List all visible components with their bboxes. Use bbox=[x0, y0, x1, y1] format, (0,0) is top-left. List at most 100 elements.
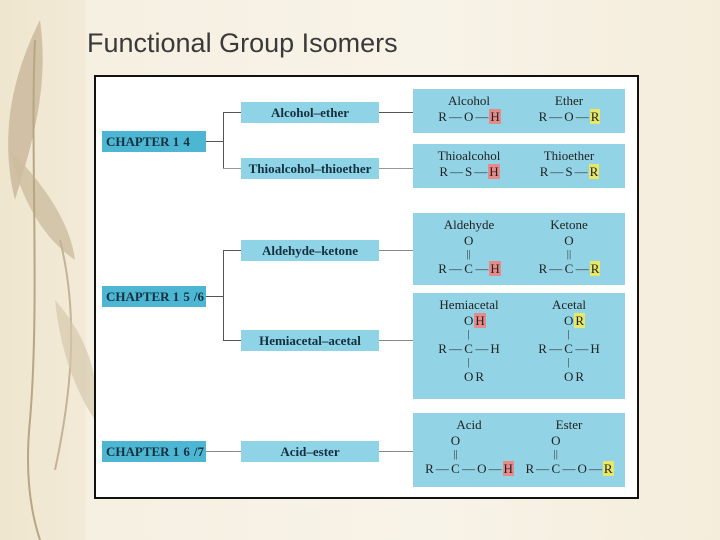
compound-name: Acetal bbox=[552, 297, 586, 312]
bond: — bbox=[475, 261, 489, 276]
compound-name: Ketone bbox=[550, 217, 588, 232]
connector bbox=[223, 340, 241, 341]
bond-vertical: | bbox=[567, 328, 570, 340]
bond: — bbox=[448, 261, 462, 276]
highlighted-atom: H bbox=[488, 164, 500, 179]
structural-formula: O||R—C—R bbox=[538, 233, 601, 276]
highlighted-atom: R bbox=[589, 109, 601, 124]
atom: R bbox=[539, 164, 549, 179]
bond: — bbox=[549, 109, 563, 124]
structural-formula: O||R—C—O—H bbox=[424, 433, 514, 476]
compound-name: Aldehyde bbox=[443, 217, 495, 232]
atom: O bbox=[564, 109, 574, 124]
connector bbox=[206, 141, 223, 142]
bond: — bbox=[549, 261, 563, 276]
highlighted-atom: R bbox=[602, 461, 614, 476]
bond: — bbox=[575, 109, 589, 124]
formula-group: —R bbox=[575, 261, 601, 276]
pair-hemiacetal-acetal: Hemiacetal–acetal bbox=[241, 330, 379, 351]
atom: C bbox=[564, 261, 574, 276]
pair-aldehyde-ketone: Aldehyde–ketone bbox=[241, 240, 379, 261]
atom: R bbox=[575, 369, 584, 384]
bond: — bbox=[450, 164, 464, 179]
highlighted-atom: H bbox=[489, 261, 501, 276]
atom: C bbox=[551, 461, 561, 476]
connector bbox=[223, 112, 241, 113]
compound-name: Hemiacetal bbox=[439, 297, 499, 312]
connector bbox=[379, 340, 413, 341]
atom: C bbox=[464, 261, 473, 276]
structural-formula: R—O—R bbox=[538, 109, 601, 124]
bond: — bbox=[475, 109, 489, 124]
connector bbox=[223, 168, 241, 169]
atom: S bbox=[565, 164, 573, 179]
atom: S bbox=[465, 164, 473, 179]
bond: — bbox=[575, 341, 589, 356]
formula-group: —H bbox=[574, 341, 600, 356]
isomer-diagram: CHAPTER 14 CHAPTER 156 CHAPTER 167 Alcoh… bbox=[94, 75, 639, 499]
compound-name: Acid bbox=[456, 417, 482, 432]
atom: O bbox=[463, 233, 474, 248]
chapter-15-16-box: CHAPTER 156 bbox=[102, 286, 206, 307]
chapter-number: 5 bbox=[183, 289, 190, 304]
bond: — bbox=[574, 164, 588, 179]
atom: R bbox=[438, 109, 447, 124]
bond: — bbox=[448, 109, 462, 124]
connector bbox=[379, 451, 413, 452]
highlighted-atom: H bbox=[489, 109, 501, 124]
structural-formula: O||R—C—O—R bbox=[524, 433, 614, 476]
chapter-label: CHAPTER 1 bbox=[106, 444, 180, 459]
formula-group: R— bbox=[437, 261, 463, 276]
connector bbox=[223, 112, 224, 169]
atom: C bbox=[564, 341, 573, 356]
highlighted-atom: R bbox=[574, 313, 585, 328]
formula-group: —H bbox=[474, 261, 501, 276]
connector bbox=[206, 451, 241, 452]
connector bbox=[206, 296, 223, 297]
atom: O bbox=[577, 461, 587, 476]
formula-group: R— bbox=[538, 261, 564, 276]
structural-formula: R—S—R bbox=[539, 164, 600, 179]
bond-vertical: | bbox=[467, 328, 470, 340]
bond: — bbox=[488, 461, 502, 476]
chapter-label: CHAPTER 1 bbox=[106, 134, 180, 149]
bond: — bbox=[548, 341, 562, 356]
bond-vertical: || bbox=[466, 248, 471, 260]
compound-name: Ester bbox=[555, 417, 583, 432]
atom: R bbox=[538, 261, 548, 276]
slide-title: Functional Group Isomers bbox=[87, 28, 398, 58]
compound-name: Ether bbox=[554, 93, 584, 108]
bond: — bbox=[536, 461, 550, 476]
formula-group: R—S—H bbox=[438, 164, 500, 179]
bond-vertical: || bbox=[453, 448, 458, 460]
highlighted-atom: H bbox=[502, 461, 514, 476]
highlighted-atom: R bbox=[589, 261, 601, 276]
bond-vertical: || bbox=[566, 248, 572, 260]
atom: O bbox=[551, 433, 561, 448]
pair-acid-ester: Acid–ester bbox=[241, 441, 379, 462]
atom: O bbox=[477, 461, 487, 476]
bond-vertical: || bbox=[553, 448, 558, 460]
formula-group: R— bbox=[437, 341, 463, 356]
connector bbox=[379, 168, 413, 169]
bond: — bbox=[575, 261, 589, 276]
atom: O bbox=[563, 313, 574, 328]
connector bbox=[379, 250, 413, 251]
bond: — bbox=[475, 341, 489, 356]
bond-vertical: | bbox=[467, 356, 470, 368]
formula-group: R—O—H bbox=[437, 109, 501, 124]
atom: R bbox=[525, 461, 535, 476]
compound-name: Alcohol bbox=[448, 93, 490, 108]
bond: — bbox=[474, 164, 488, 179]
